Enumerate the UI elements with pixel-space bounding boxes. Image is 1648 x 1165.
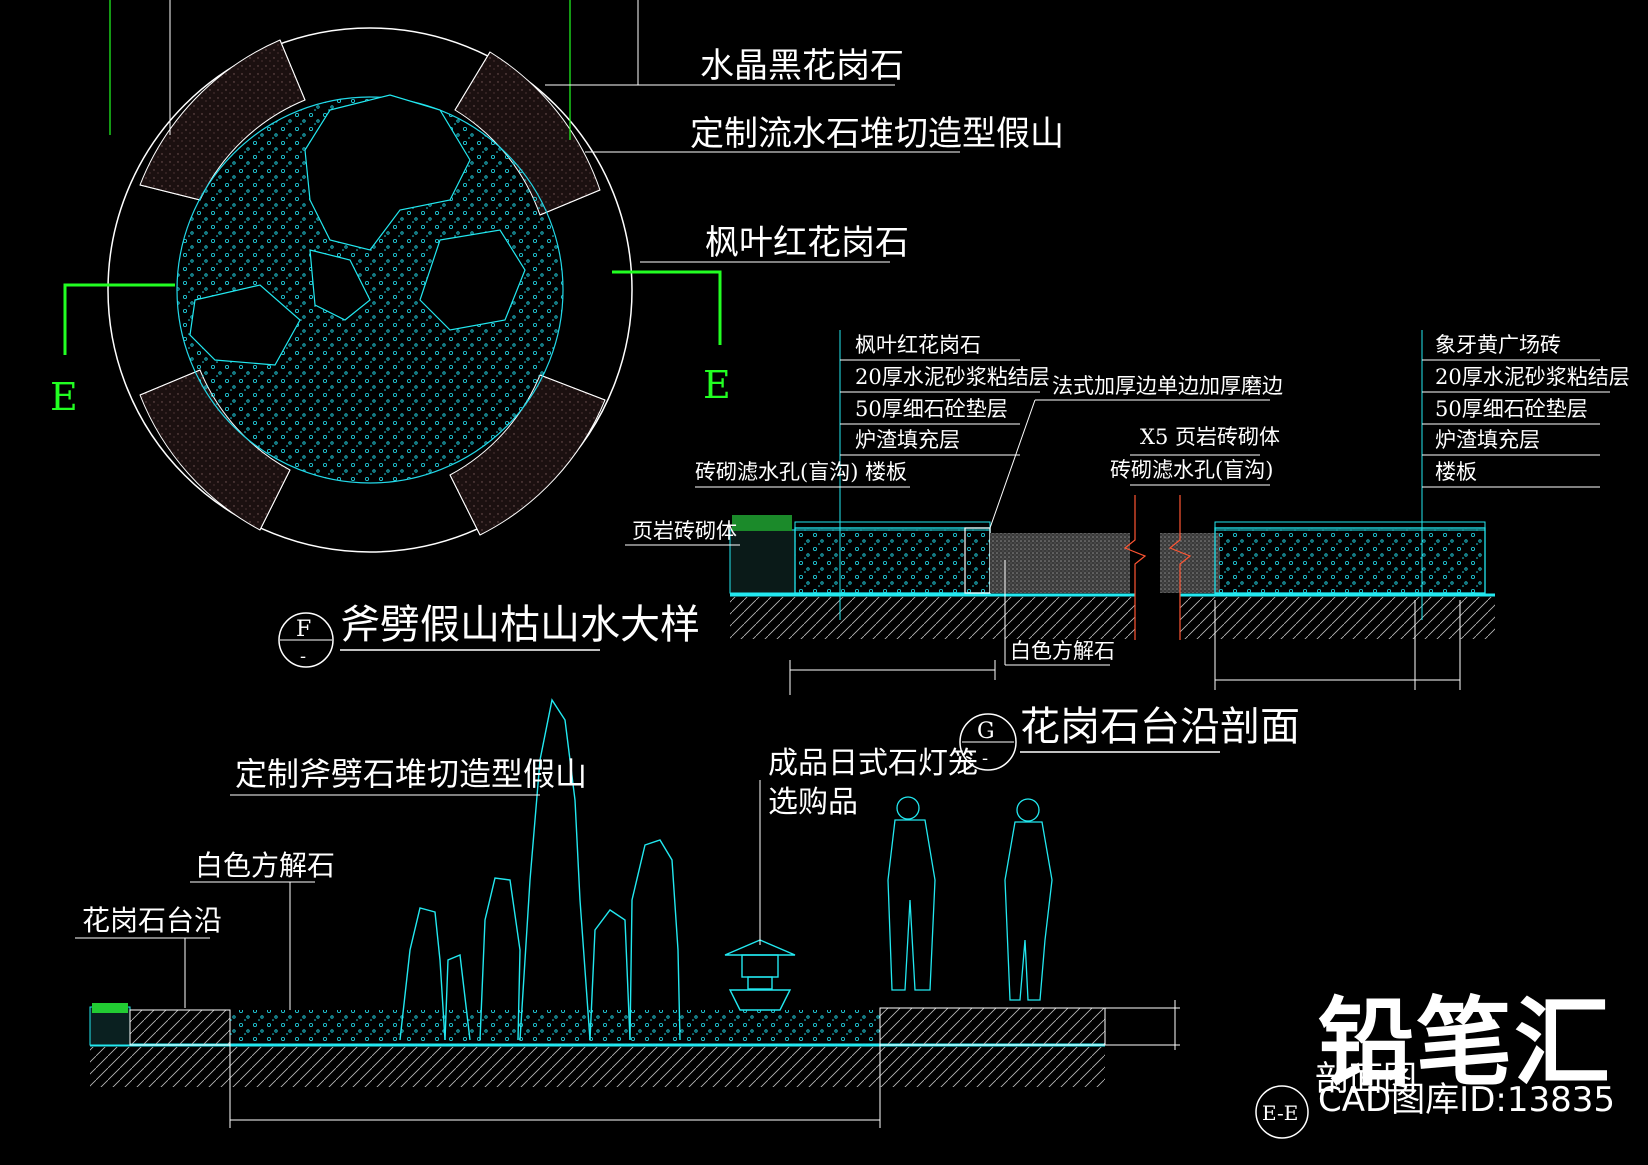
detail-f-tag-bottom: -	[300, 646, 306, 667]
g-drain-mid: 砖砌滤水孔(盲沟)	[1110, 458, 1273, 482]
g-right-layer-4: 炉渣填充层	[1435, 428, 1540, 452]
outer-ring	[107, 27, 633, 553]
plan-view: E E 水晶黑花岗石 定制流水石堆切造型假山 枫叶红花岗石	[50, 0, 1064, 553]
section-g-drawing: 枫叶红花岗石 20厚水泥砂浆粘结层 50厚细石砼垫层 炉渣填充层 砖砌滤水孔(盲…	[625, 330, 1630, 771]
elevation-e-tag: E-E	[1262, 1101, 1298, 1125]
e-gravel-label: 白色方解石	[195, 849, 335, 882]
detail-f-title-text: 斧劈假山枯山水大样	[340, 602, 700, 648]
detail-f-title: F - 斧劈假山枯山水大样	[278, 602, 700, 668]
g-gravel: 白色方解石	[1010, 639, 1115, 663]
e-lantern-label-1: 成品日式石灯笼	[768, 746, 978, 781]
gravel-bed	[176, 96, 564, 484]
human-figures	[887, 796, 1053, 1001]
stone-lantern	[724, 939, 796, 1011]
section-marker-left: E	[50, 375, 78, 419]
section-g-title: 花岗石台沿剖面	[1020, 704, 1300, 750]
label-maple-red-granite: 枫叶红花岗石	[705, 223, 909, 263]
g-right-layer-2: 20厚水泥砂浆粘结层	[1435, 365, 1630, 389]
brand-id-text: CAD图库ID:13835	[1318, 1080, 1616, 1120]
g-left-layer-2: 20厚水泥砂浆粘结层	[855, 365, 1050, 389]
label-custom-rockery: 定制流水石堆切造型假山	[690, 114, 1064, 154]
g-shale-mid: X5 页岩砖砌体	[1140, 425, 1280, 449]
label-crystal-black-granite: 水晶黑花岗石	[700, 46, 904, 86]
section-g-tag-bottom: -	[982, 748, 988, 769]
e-curb-label: 花岗石台沿	[82, 904, 222, 937]
section-cut-left	[63, 283, 175, 355]
g-edge-note: 法式加厚边单边加厚磨边	[1052, 374, 1283, 398]
section-cut-right	[612, 270, 722, 345]
section-g-tag: G	[977, 719, 995, 744]
elevation-e-caption: 剖面图	[1315, 1059, 1417, 1099]
g-shale-left: 页岩砖砌体	[632, 519, 737, 543]
e-lantern-label-2: 选购品	[768, 785, 858, 820]
g-right-layer-3: 50厚细石砼垫层	[1435, 397, 1588, 421]
brand-logo-text: 铅笔汇	[1318, 987, 1612, 1099]
g-left-layer-4: 炉渣填充层	[855, 428, 960, 452]
g-left-layer-3: 50厚细石砼垫层	[855, 397, 1008, 421]
rockery-outlines	[189, 94, 526, 366]
g-left-layer-1: 枫叶红花岗石	[855, 333, 981, 357]
g-left-layer-5: 砖砌滤水孔(盲沟) 楼板	[695, 460, 907, 484]
e-rockery-label: 定制斧劈石堆切造型假山	[235, 755, 587, 793]
detail-f-tag: F	[296, 617, 311, 642]
section-marker-right: E	[703, 363, 731, 407]
rock-peaks	[399, 698, 681, 1041]
g-right-layer-1: 象牙黄广场砖	[1435, 333, 1561, 357]
g-right-layer-5: 楼板	[1435, 460, 1477, 484]
elevation-e-drawing: 定制斧劈石堆切造型假山 成品日式石灯笼 选购品 白色方解石 花岗石台沿 E-E …	[75, 698, 1417, 1139]
